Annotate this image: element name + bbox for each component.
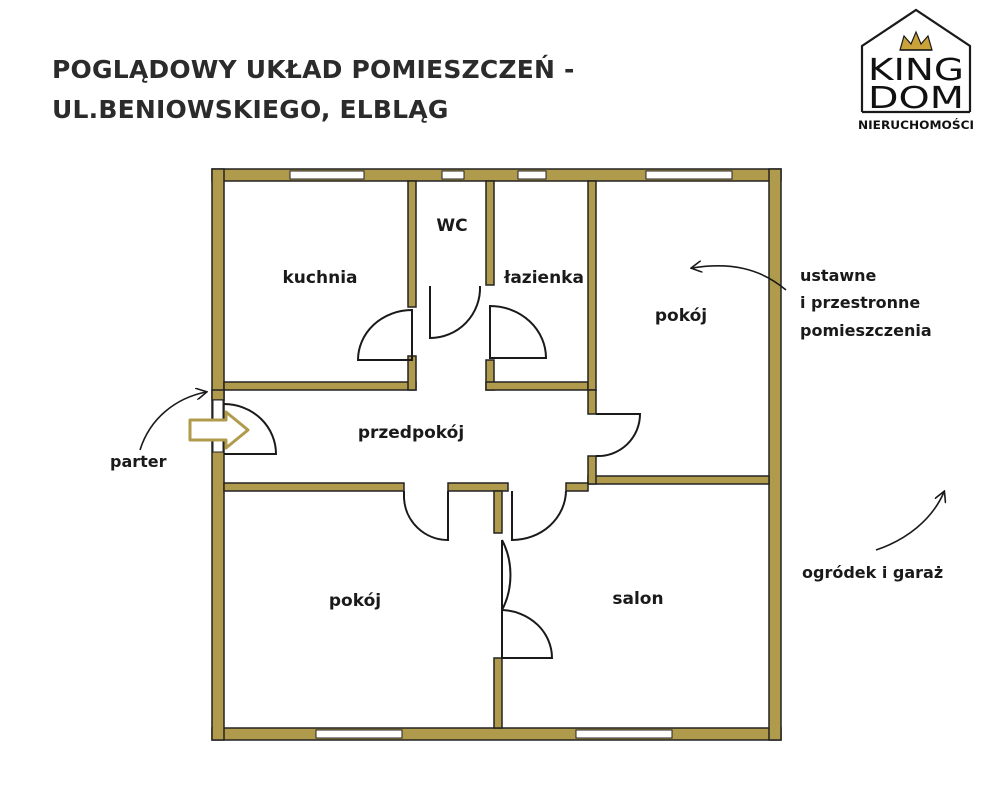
- wall-hall-bottom-mid: [447, 482, 509, 492]
- logo-line-2: DOM: [868, 81, 964, 116]
- doors: [223, 285, 642, 659]
- wall-wc-bath: [485, 180, 495, 286]
- door-kitchen: [356, 308, 413, 361]
- wall-entry-stub: [211, 389, 225, 401]
- window-room-right: [645, 170, 733, 180]
- label-wc: WC: [436, 216, 467, 236]
- wall-room-right-left-low2: [587, 455, 597, 485]
- title-line-1: POGLĄDOWY UKŁAD POMIESZCZEŃ -: [52, 55, 575, 84]
- outer-wall-right: [768, 168, 782, 741]
- label-kitchen: kuchnia: [283, 268, 358, 288]
- door-double: [501, 539, 554, 659]
- door-bath: [489, 304, 548, 359]
- window-wc: [441, 170, 465, 180]
- wall-wc-stub: [407, 355, 417, 391]
- label-bathroom: łazienka: [503, 268, 584, 288]
- label-room-bottom-left: pokój: [329, 591, 381, 611]
- annotation-spacious-3: pomieszczenia: [800, 321, 932, 340]
- wall-room-salon-top: [493, 490, 503, 534]
- window-bath: [517, 170, 547, 180]
- logo-subtitle: NIERUCHOMOŚCI: [858, 117, 974, 132]
- window-salon: [575, 729, 673, 739]
- arrow-ground-floor-icon: [139, 392, 206, 451]
- wall-room-salon-bottom: [493, 657, 503, 729]
- label-living-room: salon: [612, 589, 663, 609]
- wall-kitchen-bottom: [223, 381, 417, 391]
- wall-bath-room: [587, 180, 597, 391]
- window-room-left: [315, 729, 403, 739]
- wall-kitchen-wc: [407, 180, 417, 308]
- outer-wall-left: [211, 168, 225, 741]
- title-line-2: UL.BENIOWSKIEGO, ELBLĄG: [52, 95, 449, 124]
- window-kitchen: [289, 170, 365, 180]
- label-hallway: przedpokój: [358, 423, 464, 443]
- walls: [211, 168, 782, 741]
- wall-room-right-left-low: [587, 389, 597, 415]
- door-room-left: [403, 491, 449, 542]
- door-salon-top: [511, 490, 567, 542]
- outer-wall-bottom: [211, 727, 782, 741]
- arrow-garden-garage-icon: [875, 492, 944, 551]
- crown-house-icon: [860, 8, 972, 114]
- annotation-spacious-1: ustawne: [800, 266, 877, 285]
- entry-arrow-icon: [188, 410, 250, 450]
- wall-room-right-bottom: [587, 475, 770, 485]
- annotation-spacious-2: i przestronne: [800, 293, 920, 312]
- annotation-ground-floor: parter: [110, 452, 167, 471]
- door-wc: [429, 285, 482, 340]
- annotation-garden-garage: ogródek i garaż: [802, 563, 943, 582]
- door-entry: [223, 403, 278, 455]
- kingdom-logo: KING DOM NIERUCHOMOŚCI: [858, 8, 974, 132]
- door-room-right: [595, 413, 642, 458]
- logo-line-1: KING: [868, 53, 964, 88]
- arrow-spacious-icon: [692, 266, 787, 291]
- wall-hall-bottom-left: [223, 482, 405, 492]
- windows: [212, 170, 733, 739]
- label-room-right: pokój: [655, 306, 707, 326]
- page-title: POGLĄDOWY UKŁAD POMIESZCZEŃ - UL.BENIOWS…: [52, 50, 575, 130]
- wall-bath-bottom: [485, 381, 589, 391]
- wall-hall-bottom-right: [565, 482, 589, 492]
